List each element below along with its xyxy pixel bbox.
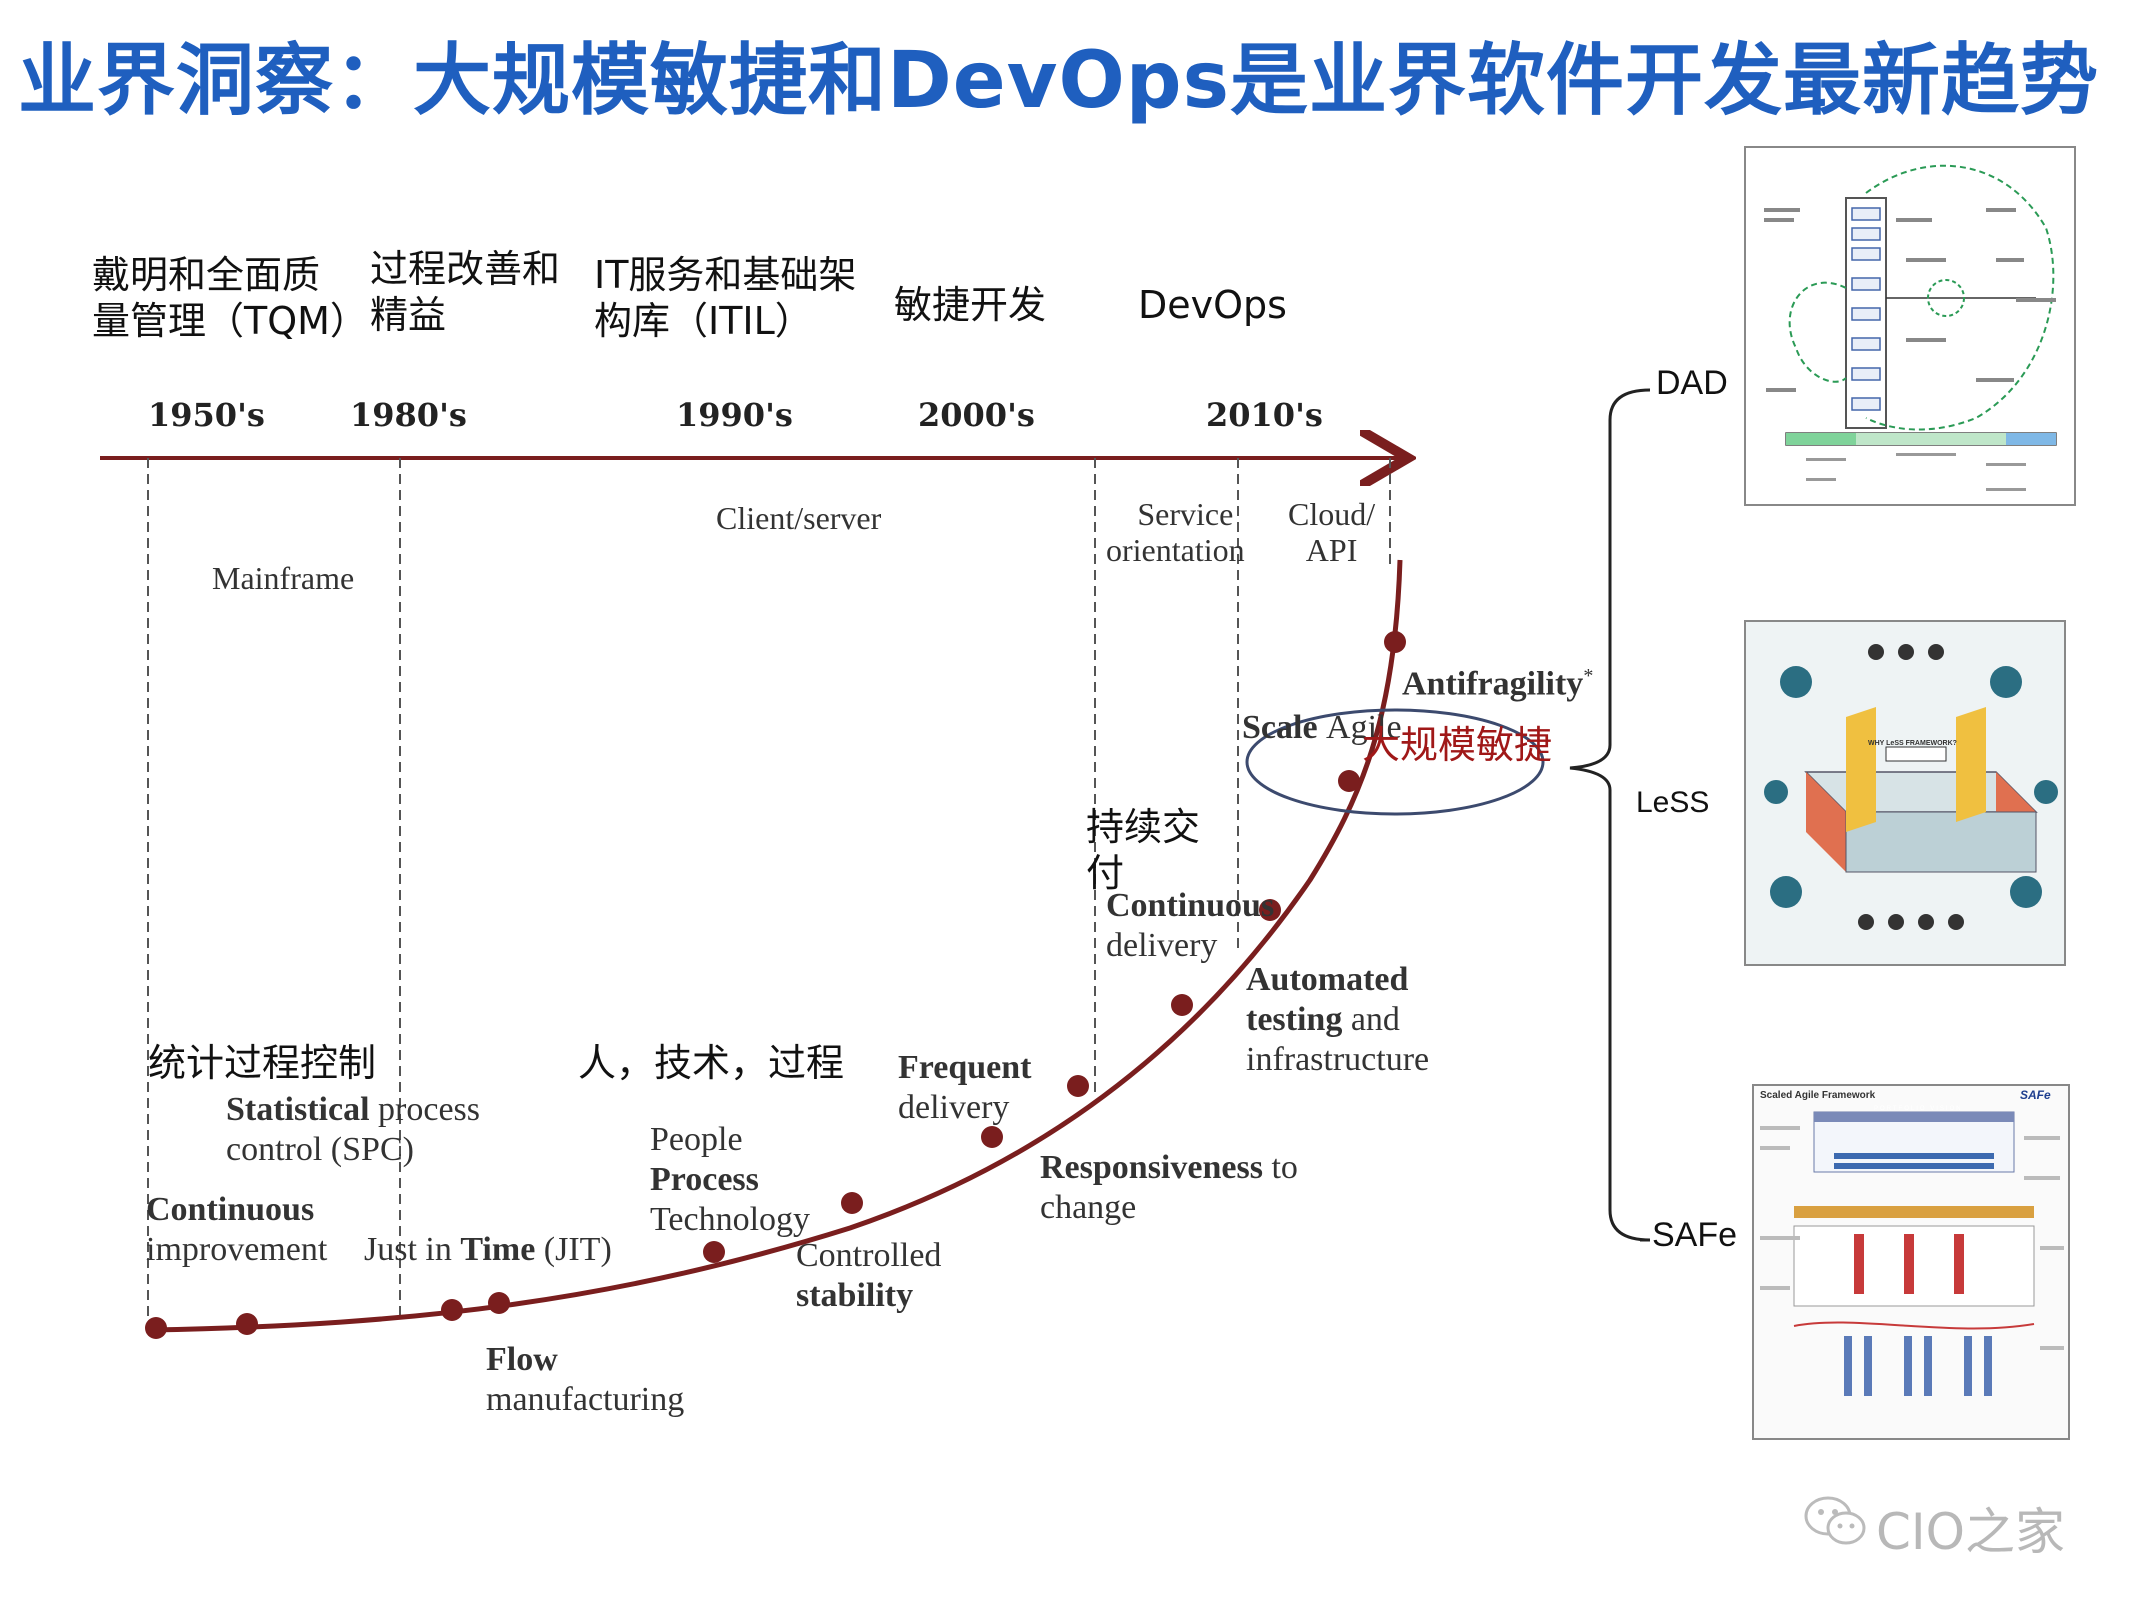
dot-ppt bbox=[703, 1241, 725, 1263]
label-continuous-delivery: Continuous delivery bbox=[1106, 887, 1275, 964]
less-diagram-graphic bbox=[1746, 622, 2064, 964]
label-cn-continuous-delivery: 持续交 付 bbox=[1086, 805, 1201, 895]
safe-diagram-graphic bbox=[1754, 1086, 2068, 1438]
less-thumb-title: WHY LeSS FRAMEWORK? bbox=[1868, 740, 1957, 747]
label-people-process-technology: People Process Technology bbox=[650, 1121, 811, 1238]
safe-thumb-title: Scaled Agile Framework bbox=[1760, 1090, 1876, 1101]
label-scale-agile: Scale Agile bbox=[1242, 709, 1402, 746]
era-tqm-line2: 量管理（TQM） bbox=[92, 299, 368, 343]
dad-diagram-thumbnail bbox=[1744, 146, 2076, 506]
label-controlled-stability: Controlled stability bbox=[796, 1237, 942, 1314]
dot-automated-testing bbox=[1171, 994, 1193, 1016]
dot-antifragility bbox=[1384, 631, 1406, 653]
label-cn-ppt: 人，技术，过程 bbox=[578, 1041, 845, 1085]
dot-spc bbox=[236, 1313, 258, 1335]
platform-mainframe: Mainframe bbox=[212, 560, 355, 596]
era-lean-line2: 精益 bbox=[370, 293, 447, 337]
framework-less-label: LeSS bbox=[1636, 786, 1710, 819]
dot-continuous-improvement bbox=[145, 1317, 167, 1339]
watermark-text: CIO之家 bbox=[1876, 1503, 2066, 1561]
era-agile: 敏捷开发 bbox=[894, 283, 1047, 327]
less-diagram-thumbnail: WHY LeSS FRAMEWORK? bbox=[1744, 620, 2066, 966]
label-continuous-improvement: Continuous improvement bbox=[146, 1191, 328, 1268]
platform-service-orientation: Service orientation bbox=[1106, 496, 1245, 568]
dot-jit bbox=[441, 1299, 463, 1321]
era-itil-line2: 构库（ITIL） bbox=[594, 299, 813, 343]
dot-controlled-stability bbox=[841, 1192, 863, 1214]
platform-client-server: Client/server bbox=[716, 500, 882, 536]
label-flow-manufacturing: Flow manufacturing bbox=[486, 1341, 685, 1418]
year-2000s: 2000's bbox=[918, 396, 1035, 434]
framework-safe-label: SAFe bbox=[1652, 1216, 1738, 1254]
dot-scale-agile bbox=[1338, 770, 1360, 792]
era-tqm: 戴明和全面质 量管理（TQM） bbox=[92, 252, 368, 344]
era-itil-line1: IT服务和基础架 bbox=[594, 253, 857, 297]
dot-flow bbox=[488, 1292, 510, 1314]
page-title: 业界洞察：大规模敏捷和DevOps是业界软件开发最新趋势 bbox=[18, 36, 2100, 126]
year-2010s: 2010's bbox=[1206, 396, 1323, 434]
growth-curve bbox=[149, 559, 1403, 1333]
label-cn-spc: 统计过程控制 bbox=[148, 1041, 377, 1085]
label-cn-scale-agile: 大规模敏捷 bbox=[1362, 723, 1553, 767]
era-devops: DevOps bbox=[1138, 283, 1287, 327]
safe-thumb-logo: SAFe bbox=[2020, 1088, 2051, 1102]
label-spc: Statistical process control (SPC) bbox=[226, 1091, 481, 1168]
era-tqm-line1: 戴明和全面质 bbox=[92, 253, 321, 297]
scale-agile-highlight bbox=[1245, 708, 1545, 816]
milestone-dots bbox=[145, 631, 1406, 1339]
label-frequent-delivery: Frequent delivery bbox=[898, 1049, 1032, 1126]
label-responsiveness: Responsiveness to change bbox=[1040, 1149, 1298, 1226]
safe-diagram-thumbnail: Scaled Agile Framework SAFe PORTFOLIO VI… bbox=[1752, 1084, 2070, 1440]
framework-bracket bbox=[1569, 388, 1651, 1242]
label-automated-testing: Automated testing and infrastructure bbox=[1246, 961, 1430, 1078]
era-itil: IT服务和基础架 构库（ITIL） bbox=[594, 252, 856, 344]
label-jit: Just in Time (JIT) bbox=[364, 1231, 612, 1268]
dot-frequent-delivery bbox=[981, 1126, 1003, 1148]
dot-continuous-delivery bbox=[1259, 899, 1281, 921]
year-1950s: 1950's bbox=[148, 396, 265, 434]
dot-responsiveness bbox=[1067, 1075, 1089, 1097]
era-lean-line1: 过程改善和 bbox=[370, 247, 561, 291]
year-1990s: 1990's bbox=[676, 396, 793, 434]
wechat-icon bbox=[1804, 1494, 1868, 1550]
year-1980s: 1980's bbox=[350, 396, 467, 434]
framework-dad-label: DAD bbox=[1656, 364, 1728, 402]
label-antifragility: Antifragility* bbox=[1402, 665, 1594, 703]
era-lean: 过程改善和 精益 bbox=[370, 246, 560, 338]
safe-thumb-portfolio: PORTFOLIO VISION bbox=[1874, 1106, 1963, 1112]
dad-diagram-graphic bbox=[1764, 164, 2057, 491]
platform-cloud-api: Cloud/ API bbox=[1288, 496, 1376, 568]
